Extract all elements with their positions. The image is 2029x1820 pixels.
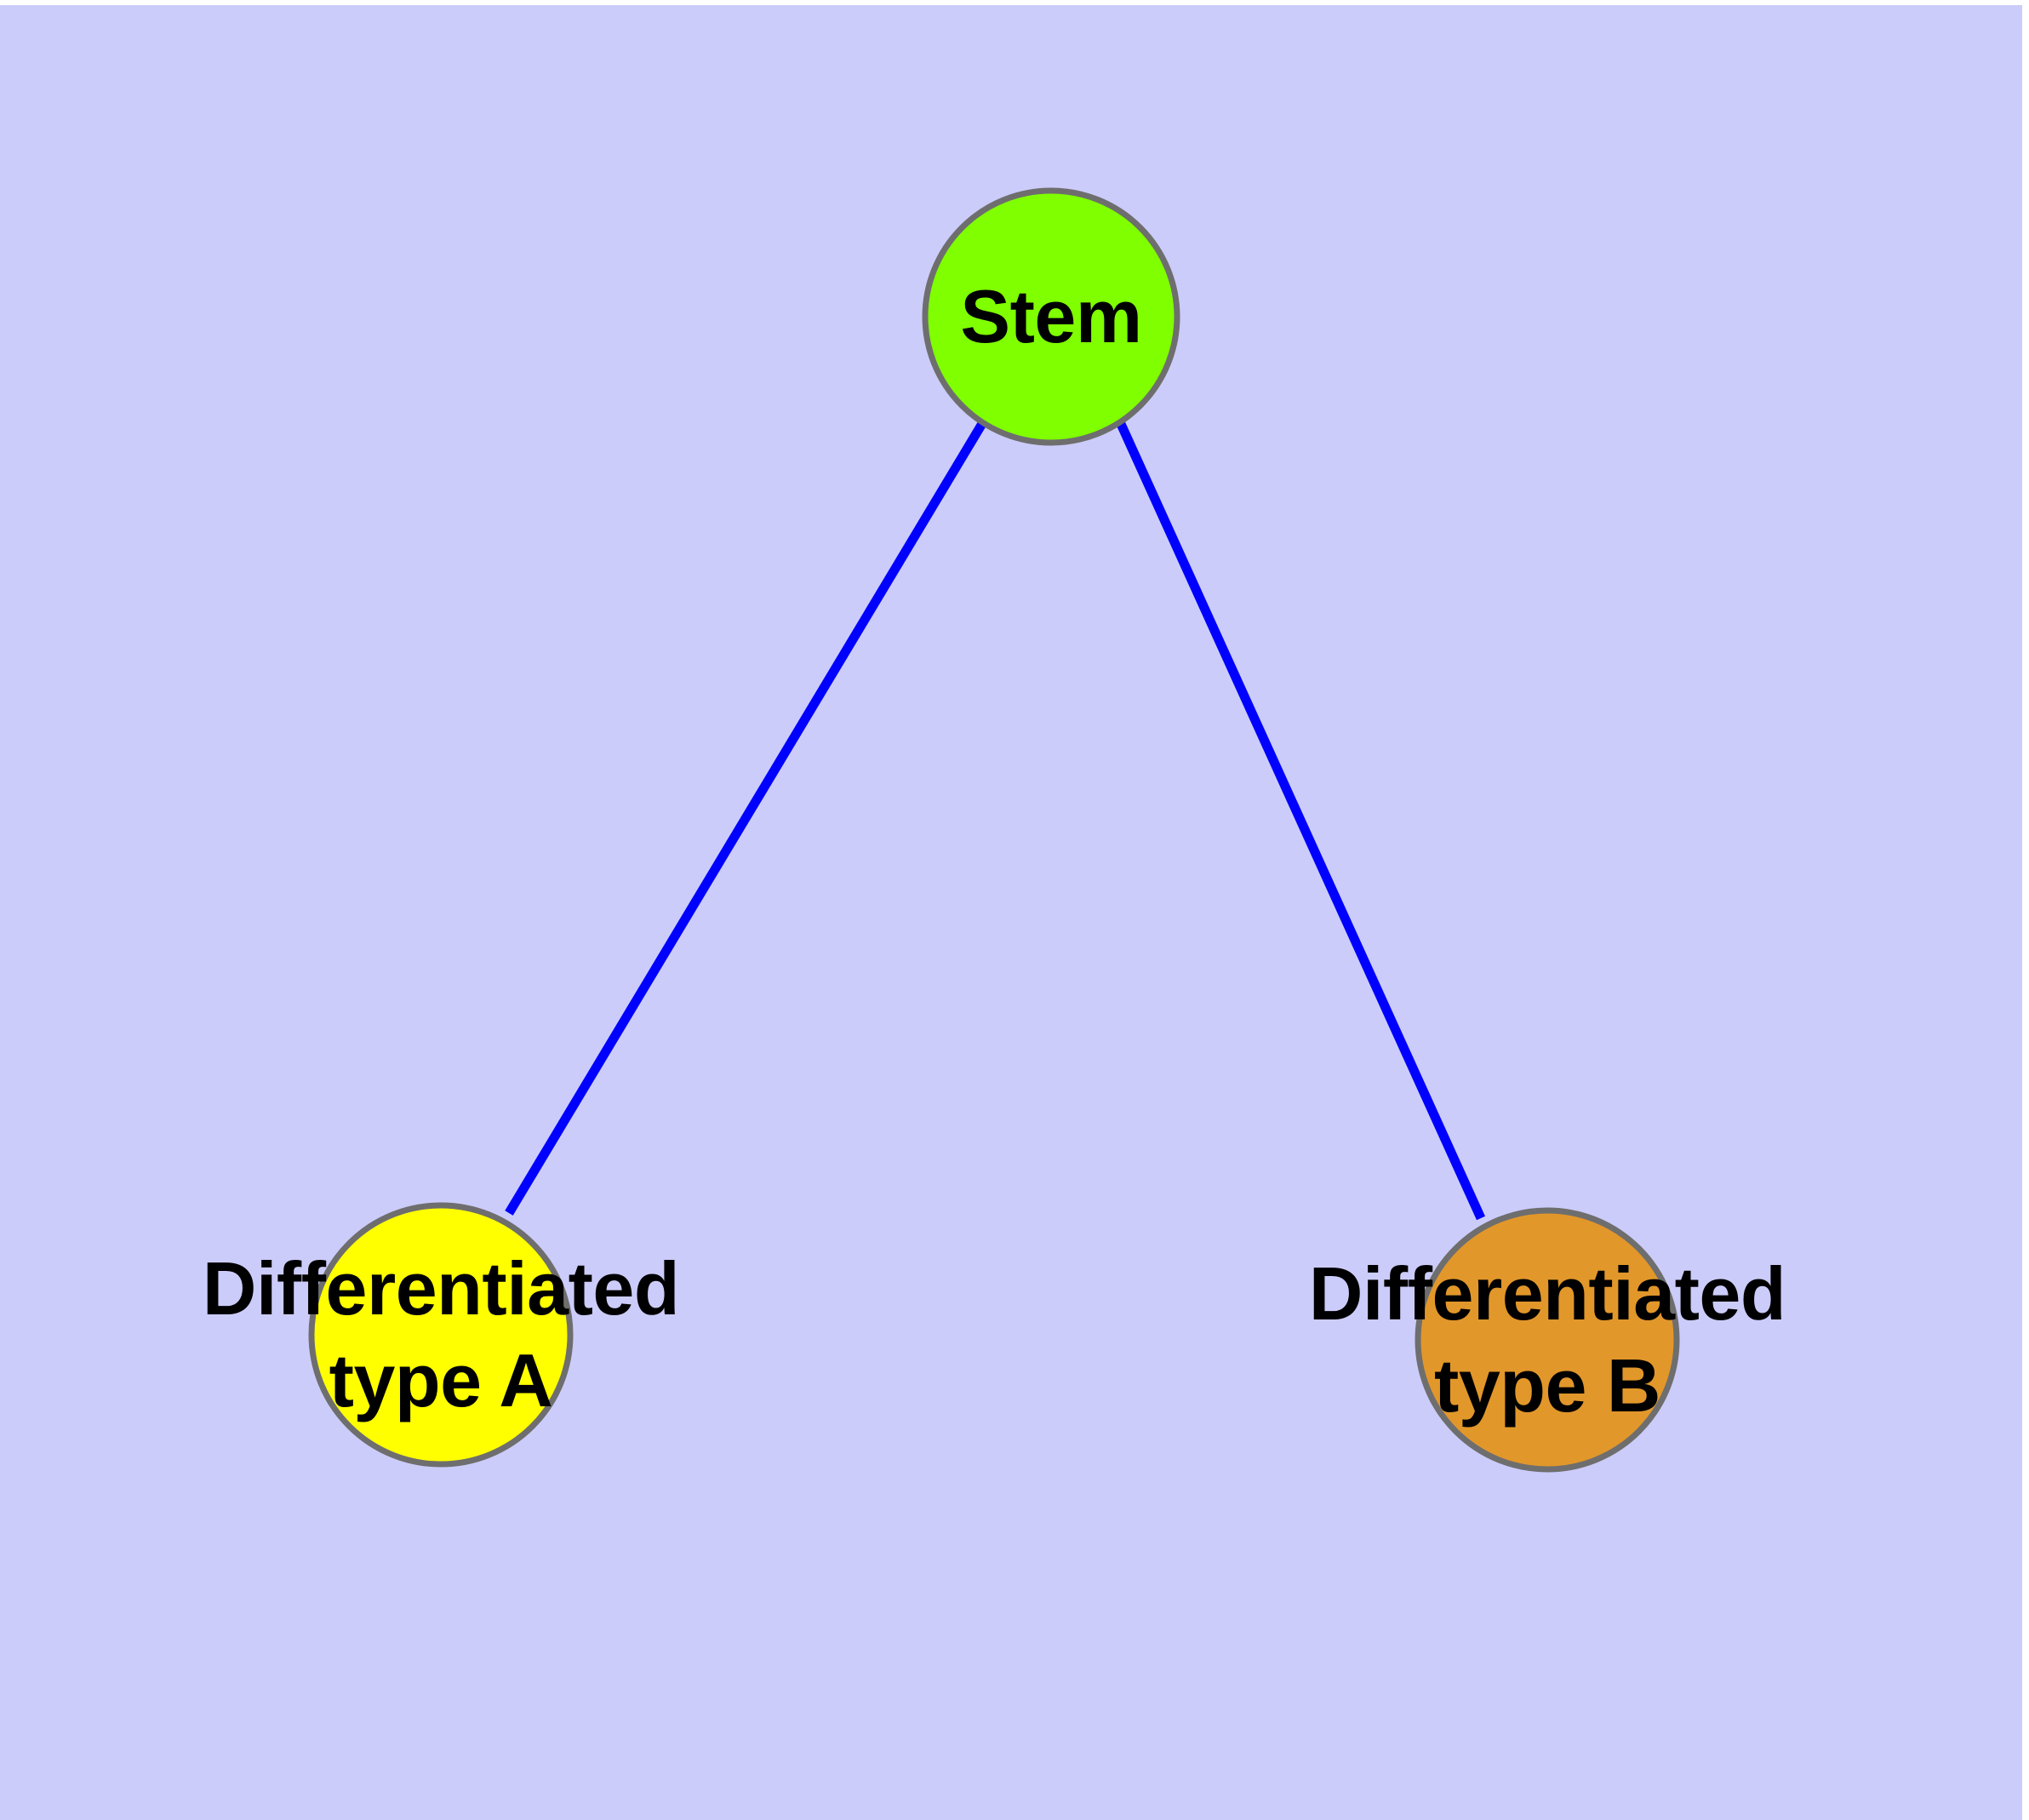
plot-background: Stem Differentiated type A Differentiate… [0,5,2022,1820]
node-differentiated-type-b[interactable] [1415,1207,1680,1473]
node-differentiated-type-a[interactable] [308,1202,574,1468]
edge-stem-to-differentiated-b[interactable] [1116,421,1486,1221]
graph-svg [308,187,1680,1473]
edge-stem-to-differentiated-a[interactable] [505,420,987,1216]
nodes-group [308,187,1680,1473]
node-stem[interactable] [922,187,1180,446]
edges-group [505,420,1486,1221]
